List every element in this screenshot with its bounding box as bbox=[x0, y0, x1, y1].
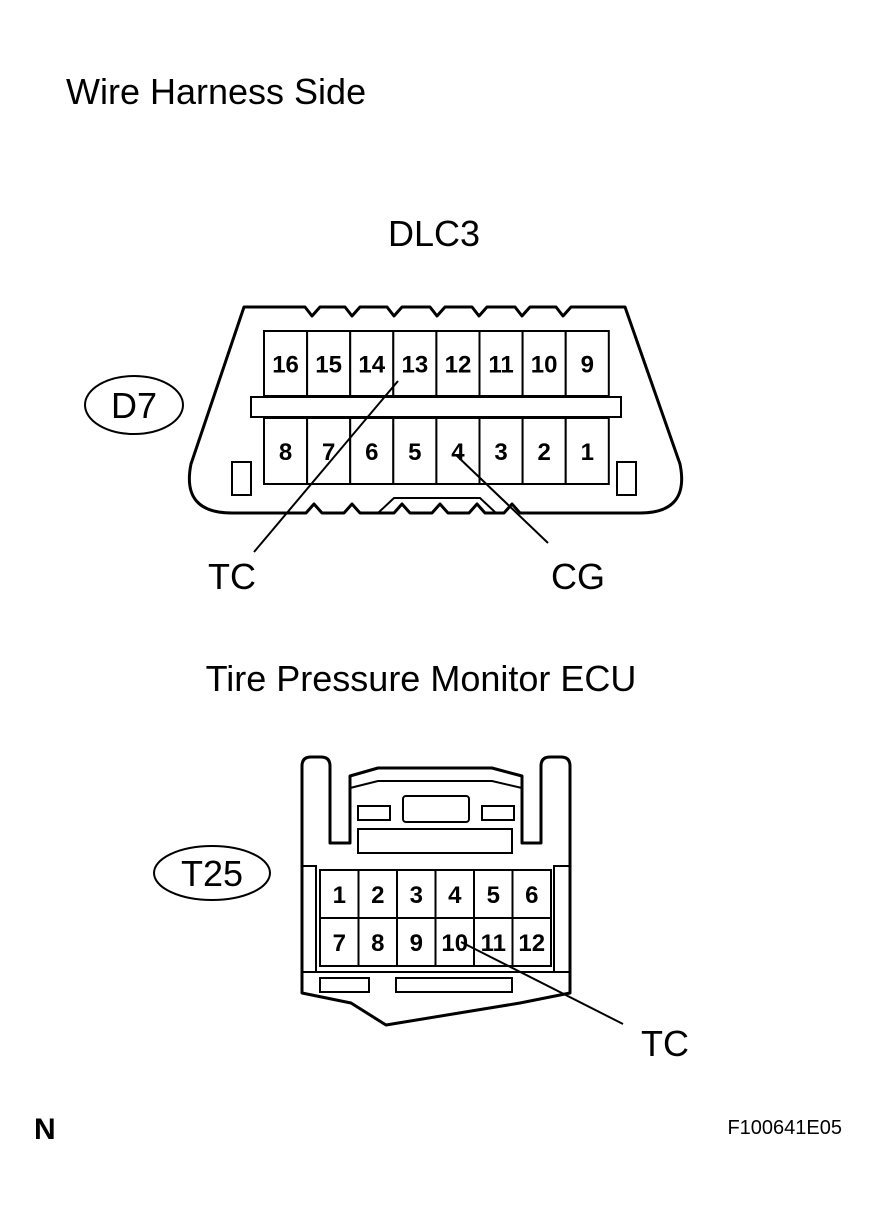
dlc3-pin-9: 9 bbox=[564, 330, 610, 397]
ecu-pin-12: 12 bbox=[511, 917, 552, 967]
ecu-pin-label: 9 bbox=[410, 930, 423, 957]
dlc3-pin-label: 10 bbox=[531, 352, 558, 379]
ecu-pin-label: 7 bbox=[333, 930, 346, 957]
dlc3-pin-label: 5 bbox=[408, 439, 421, 466]
ecu-connector-id: T25 bbox=[181, 853, 243, 894]
dlc3-pin-label: 8 bbox=[279, 439, 292, 466]
ecu-connector-id-badge: T25 bbox=[153, 845, 271, 901]
dlc3-pin-label: 16 bbox=[272, 352, 299, 379]
ecu-pin-label: 5 bbox=[487, 882, 500, 909]
dlc3-cg-label: CG bbox=[551, 556, 605, 597]
dlc3-pin-label: 15 bbox=[315, 352, 342, 379]
dlc3-pin-6: 6 bbox=[349, 417, 395, 485]
dlc3-pin-16: 16 bbox=[263, 330, 309, 397]
dlc3-pin-7: 7 bbox=[306, 417, 352, 485]
dlc3-connector-id-badge: D7 bbox=[84, 375, 184, 435]
ecu-pin-10: 10 bbox=[434, 917, 475, 967]
ecu-pin-3: 3 bbox=[396, 869, 437, 919]
dlc3-pin-1: 1 bbox=[564, 417, 610, 485]
dlc3-pin-label: 9 bbox=[581, 352, 594, 379]
dlc3-pin-5: 5 bbox=[392, 417, 438, 485]
dlc3-pin-label: 14 bbox=[358, 352, 385, 379]
dlc3-pin-2: 2 bbox=[521, 417, 567, 485]
dlc3-title: DLC3 bbox=[388, 213, 480, 254]
dlc3-pin-label: 1 bbox=[581, 439, 594, 466]
ecu-pin-label: 4 bbox=[448, 882, 462, 909]
ecu-tc-leader-line bbox=[460, 941, 624, 1025]
ecu-tc-label: TC bbox=[641, 1023, 689, 1064]
dlc3-pin-label: 6 bbox=[365, 439, 378, 466]
page-heading: Wire Harness Side bbox=[66, 71, 366, 112]
ecu-pin-label: 11 bbox=[481, 930, 506, 957]
ecu-pin-label: 2 bbox=[371, 882, 384, 909]
figure-code: F100641E05 bbox=[727, 1117, 842, 1139]
ecu-pin-label: 8 bbox=[371, 930, 384, 957]
dlc3-pin-11: 11 bbox=[478, 330, 524, 397]
dlc3-tc-leader-line bbox=[253, 380, 399, 553]
dlc3-pin-10: 10 bbox=[521, 330, 567, 397]
ecu-pin-label: 1 bbox=[333, 882, 346, 909]
dlc3-pin-15: 15 bbox=[306, 330, 352, 397]
dlc3-pin-label: 2 bbox=[537, 439, 550, 466]
dlc3-pin-label: 13 bbox=[401, 352, 428, 379]
view-letter: N bbox=[34, 1113, 56, 1146]
ecu-pin-8: 8 bbox=[357, 917, 398, 967]
ecu-pin-2: 2 bbox=[357, 869, 398, 919]
dlc3-pin-label: 11 bbox=[488, 352, 513, 379]
ecu-pin-label: 3 bbox=[410, 882, 423, 909]
dlc3-tc-label: TC bbox=[208, 556, 256, 597]
ecu-pin-label: 12 bbox=[518, 930, 545, 957]
ecu-pin-label: 6 bbox=[525, 882, 538, 909]
ecu-pin-1: 1 bbox=[319, 869, 360, 919]
dlc3-cg-leader-line bbox=[455, 454, 549, 544]
ecu-connector-housing bbox=[300, 755, 572, 1027]
ecu-pin-6: 6 bbox=[511, 869, 552, 919]
ecu-pin-9: 9 bbox=[396, 917, 437, 967]
ecu-pin-7: 7 bbox=[319, 917, 360, 967]
dlc3-pin-12: 12 bbox=[435, 330, 481, 397]
dlc3-pin-label: 3 bbox=[494, 439, 507, 466]
dlc3-connector-housing bbox=[187, 305, 684, 515]
dlc3-pin-label: 12 bbox=[445, 352, 472, 379]
dlc3-pin-3: 3 bbox=[478, 417, 524, 485]
dlc3-pin-13: 13 bbox=[392, 330, 438, 397]
ecu-pin-5: 5 bbox=[473, 869, 514, 919]
dlc3-pin-8: 8 bbox=[263, 417, 309, 485]
ecu-pin-4: 4 bbox=[434, 869, 475, 919]
dlc3-pin-14: 14 bbox=[349, 330, 395, 397]
ecu-title: Tire Pressure Monitor ECU bbox=[206, 658, 637, 699]
dlc3-pin-4: 4 bbox=[435, 417, 481, 485]
dlc3-connector-id: D7 bbox=[111, 385, 157, 426]
